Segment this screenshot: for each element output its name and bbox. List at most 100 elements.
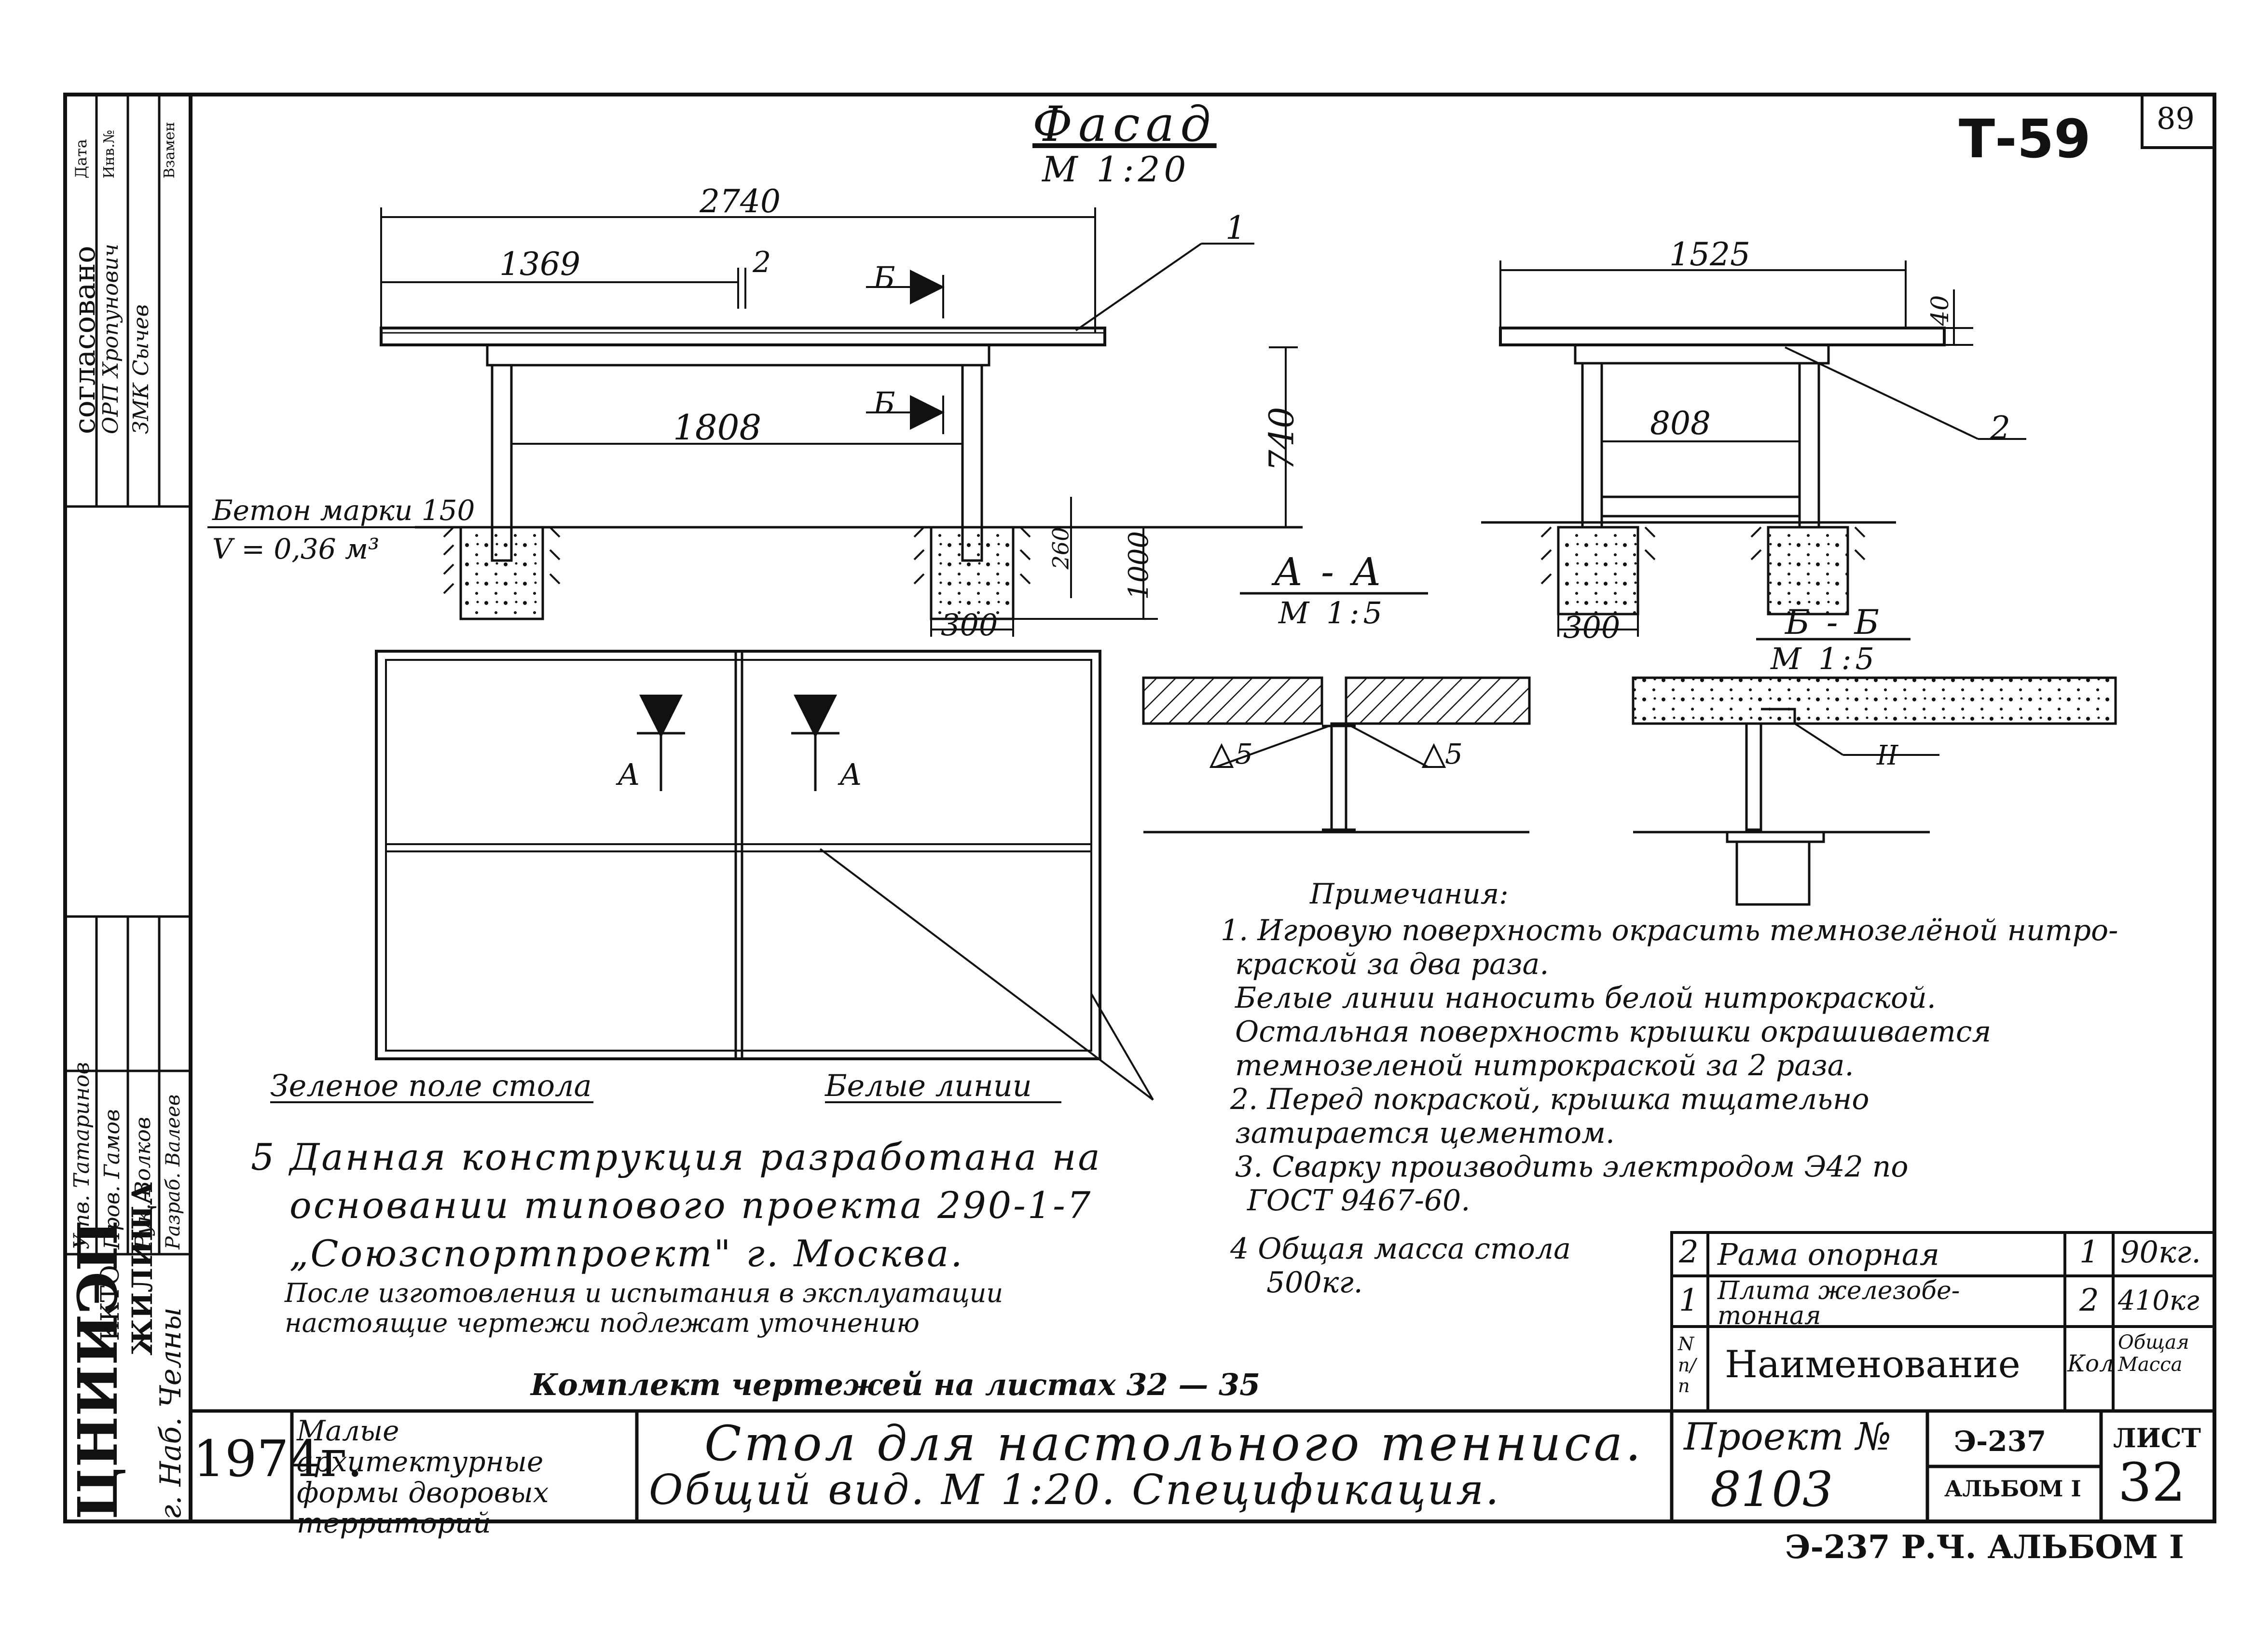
plan-mark-a1: А xyxy=(618,757,640,792)
project-label: Проект № xyxy=(1684,1415,1892,1459)
facade-view xyxy=(380,327,1303,620)
facade-scale: М 1:20 xyxy=(1042,149,1190,190)
spec-num: 2 xyxy=(1679,1234,1699,1270)
note-line: 4 Общая масса стола xyxy=(1230,1232,1571,1266)
title-line2: Общий вид. М 1:20. Спецификация. xyxy=(649,1466,1501,1514)
note-line: ГОСТ 9467-60. xyxy=(1247,1184,1471,1218)
notes-header: Примечания: xyxy=(1310,877,1509,910)
org-city: г. Наб. Челны xyxy=(154,1307,188,1519)
side-stamp xyxy=(64,95,191,1521)
spec-table xyxy=(1670,1231,2216,1412)
weld-left: 5 xyxy=(1235,738,1253,770)
note5-small: После изготовления и испытания в эксплуа… xyxy=(285,1278,1003,1308)
spec-name: Плита железобе- тонная xyxy=(1718,1276,1960,1330)
note5-line: „Союзспортпроект" г. Москва. xyxy=(289,1232,964,1275)
note5-line: основании типового проекта 290-1-7 xyxy=(289,1184,1093,1227)
note5-small: настоящие чертежи подлежат уточнению xyxy=(285,1308,920,1338)
kit-note: Комплект чертежей на листах 32 — 35 xyxy=(531,1367,1261,1402)
note-line: темнозеленой нитрокраской за 2 раза. xyxy=(1235,1049,1854,1082)
page-number-box xyxy=(2141,93,2216,149)
stamp-signer: Рук. Волков xyxy=(131,1117,155,1249)
note-line: 500кг. xyxy=(1266,1266,1363,1300)
side-dimensions xyxy=(1499,260,2026,637)
section-bb-mark: II xyxy=(1877,740,1898,771)
stamp-col: Дата xyxy=(72,139,90,178)
stamp-row: ЗМК Сычев xyxy=(129,304,153,434)
dim-footing-width: 300 xyxy=(941,607,998,643)
spec-qty: 1 xyxy=(2079,1234,2099,1270)
category: Малые архитектурные формы дворовых терри… xyxy=(297,1414,549,1540)
title-line1: Стол для настольного тенниса. xyxy=(704,1415,1644,1472)
section-bb-scale: М 1:5 xyxy=(1771,641,1878,676)
spec-name: Рама опорная xyxy=(1718,1237,1939,1272)
dim-half-length: 1369 xyxy=(499,246,580,283)
spec-qty: 2 xyxy=(2079,1283,2099,1318)
note5: 5 Данная конструкция разработана на осно… xyxy=(251,1136,1102,1338)
facade-top xyxy=(380,327,1106,346)
stamp-row: ОРП Хропунович xyxy=(98,244,123,434)
notes-list: 1. Игровую поверхность окрасить темнозел… xyxy=(1221,914,2118,1300)
side-view xyxy=(1481,327,1946,616)
note-line: затирается цементом. xyxy=(1235,1116,1615,1150)
dim-height: 740 xyxy=(1262,407,1302,472)
section-mark-b2: Б xyxy=(873,385,895,421)
spec-mass: 410кг xyxy=(2118,1285,2199,1316)
weld-right: 5 xyxy=(1445,738,1463,770)
spec-header-num: N п/п xyxy=(1678,1333,1696,1397)
stamp-header: согласовано xyxy=(68,246,102,434)
sheet-page: 89 xyxy=(2157,101,2195,136)
sheet-number: 32 xyxy=(2118,1451,2186,1513)
note-line: 1. Игровую поверхность окрасить темнозел… xyxy=(1221,914,2118,947)
section-aa-scale: М 1:5 xyxy=(1278,595,1386,630)
project-number: 8103 xyxy=(1710,1461,1833,1518)
spec-header-qty: Кол xyxy=(2067,1350,2114,1377)
stamp-signer: Разраб. Валеев xyxy=(162,1094,184,1249)
stamp-col: Взамен xyxy=(161,122,178,178)
section-mark-b1: Б xyxy=(873,260,895,295)
album: АЛЬБОМ I xyxy=(1944,1476,2081,1502)
note5-line: 5 Данная конструкция разработана на xyxy=(251,1136,1102,1178)
footing-right xyxy=(930,526,1015,620)
sheet-code: Т-59 xyxy=(1959,108,2091,170)
dim-top-thick: 40 xyxy=(1926,295,1954,326)
dim-footing-total: 1000 xyxy=(1123,531,1155,600)
section-bb-title: Б - Б xyxy=(1785,602,1883,642)
spec-mass: 90кг. xyxy=(2120,1234,2201,1270)
code: Э-237 xyxy=(1954,1425,2047,1458)
org-sub1: ККТО xyxy=(96,1265,125,1341)
facade-dimensions xyxy=(207,207,1298,637)
dim-footing-depth: 260 xyxy=(1047,527,1074,570)
plan-mark-a2: А xyxy=(839,757,862,792)
section-aa xyxy=(1142,592,1531,834)
note-line: 2. Перед покраской, крышка тщательно xyxy=(1230,1082,1869,1116)
concrete-note-1: Бетон марки 150 xyxy=(212,494,475,527)
title-block xyxy=(191,1409,2214,1521)
spec-num: 1 xyxy=(1679,1283,1699,1318)
dim-gap: 2 xyxy=(753,246,771,279)
spec-header-name: Наименование xyxy=(1725,1343,2021,1386)
facade-title: Фасад xyxy=(1032,96,1217,152)
note-line: Белые линии наносить белой нитрокраской. xyxy=(1235,981,1936,1015)
note-line: Остальная поверхность крышки окрашиваетс… xyxy=(1235,1015,1992,1049)
label-green-field: Зеленое поле стола xyxy=(270,1068,592,1103)
section-aa-title: А - А xyxy=(1274,549,1385,594)
label-white-lines: Белые линии xyxy=(825,1068,1032,1103)
dim-total-length: 2740 xyxy=(700,183,781,220)
dim-side-leg-span: 808 xyxy=(1650,405,1711,442)
note-line: краской за два раза. xyxy=(1235,947,1549,981)
stamp-signer: Пров. Гамов xyxy=(100,1109,124,1249)
note-line: 3. Сварку производить электродом Э42 по xyxy=(1235,1150,1909,1184)
concrete-note-2: V = 0,36 м³ xyxy=(212,533,380,565)
section-bb xyxy=(1632,638,2117,906)
plan-view xyxy=(270,650,1154,1103)
year: 1974г. xyxy=(193,1429,363,1488)
spec-header-mass: Общая Масса xyxy=(2118,1331,2189,1376)
sheet-label: ЛИСТ xyxy=(2113,1423,2201,1453)
footing-left xyxy=(459,526,544,620)
callout-1: 1 xyxy=(1225,209,1246,246)
callout-2: 2 xyxy=(1990,410,2010,447)
footer-code: Э-237 Р.Ч. АЛЬБОМ I xyxy=(1785,1528,2184,1566)
dim-side-width: 1525 xyxy=(1669,236,1750,273)
stamp-col: Инв.№ xyxy=(101,130,118,178)
